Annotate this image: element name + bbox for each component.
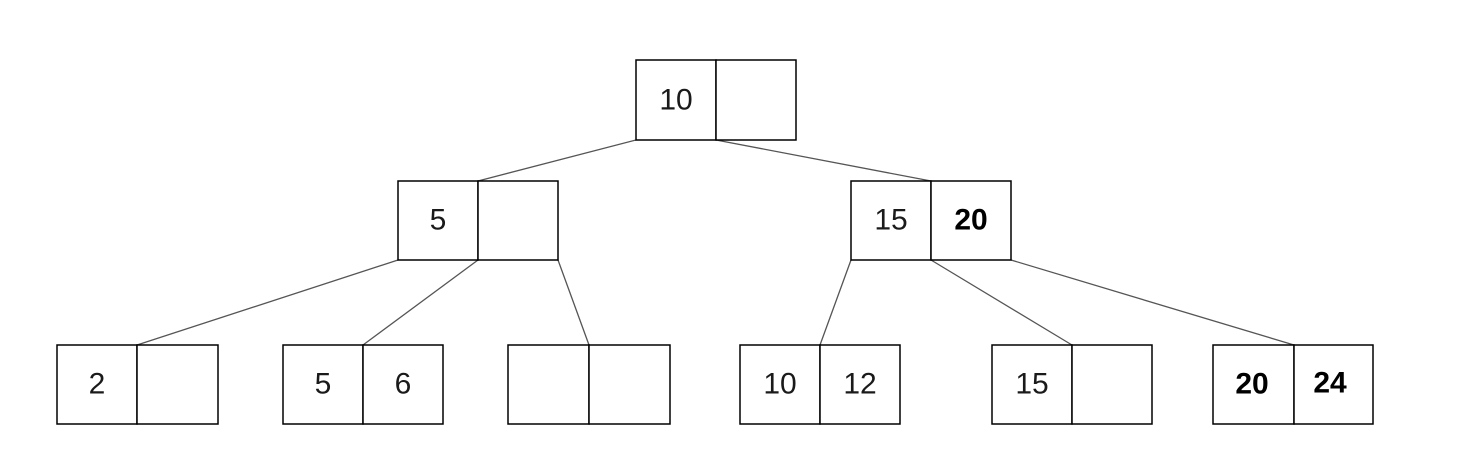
edges [136,139,1295,346]
edge-root-internal-left [477,139,637,182]
node-leaf-1: 2 [56,344,219,425]
node-leaf-2-cell-0 [282,344,364,425]
node-leaf-5-cell-1 [1071,344,1153,425]
node-internal-right-key-0: 15 [874,204,907,237]
node-leaf-6-key-1: 24 [1313,367,1347,400]
node-leaf-5-key-0: 15 [1015,368,1048,401]
node-root-cell-0 [635,59,717,141]
node-leaf-1-cell-1 [136,344,219,425]
node-root-key-0: 10 [659,84,692,117]
node-internal-right-cell-0 [850,180,932,261]
edge-internal-right-leaf-6 [1010,259,1295,346]
edge-internal-left-leaf-1 [136,259,399,346]
node-internal-right-cell-1 [930,180,1012,261]
node-leaf-2: 5 6 [282,344,444,425]
node-root-cell-1 [715,59,797,141]
edge-internal-left-leaf-2 [362,259,479,346]
edge-internal-left-leaf-3 [557,259,590,346]
node-internal-right: 15 20 [850,180,1012,261]
node-internal-left: 5 [397,180,559,261]
node-leaf-6-cell-1 [1293,344,1374,425]
node-leaf-3 [507,344,671,425]
node-leaf-6-key-0: 20 [1235,368,1268,401]
node-internal-left-key-0: 5 [430,204,447,237]
node-leaf-4-key-0: 10 [763,368,796,401]
node-leaf-4: 10 12 [739,344,901,425]
edge-internal-right-leaf-5 [930,259,1073,346]
edge-internal-right-leaf-4 [819,259,852,346]
node-internal-left-cell-1 [477,180,559,261]
node-leaf-6: 20 24 [1212,344,1374,425]
node-leaf-3-cell-1 [588,344,671,425]
edge-root-internal-right [715,139,932,182]
node-leaf-2-key-1: 6 [395,368,412,401]
node-leaf-5: 15 [991,344,1153,425]
node-leaf-1-cell-0 [56,344,138,425]
node-leaf-5-cell-0 [991,344,1073,425]
node-leaf-3-cell-0 [507,344,590,425]
node-internal-left-cell-0 [397,180,479,261]
node-leaf-2-key-0: 5 [315,368,332,401]
node-leaf-2-cell-1 [362,344,444,425]
node-leaf-4-key-1: 12 [843,368,876,401]
node-leaf-1-key-0: 2 [89,368,106,401]
node-leaf-4-cell-1 [819,344,901,425]
node-internal-right-key-1: 20 [954,204,987,237]
node-leaf-4-cell-0 [739,344,821,425]
node-root: 10 [635,59,797,141]
